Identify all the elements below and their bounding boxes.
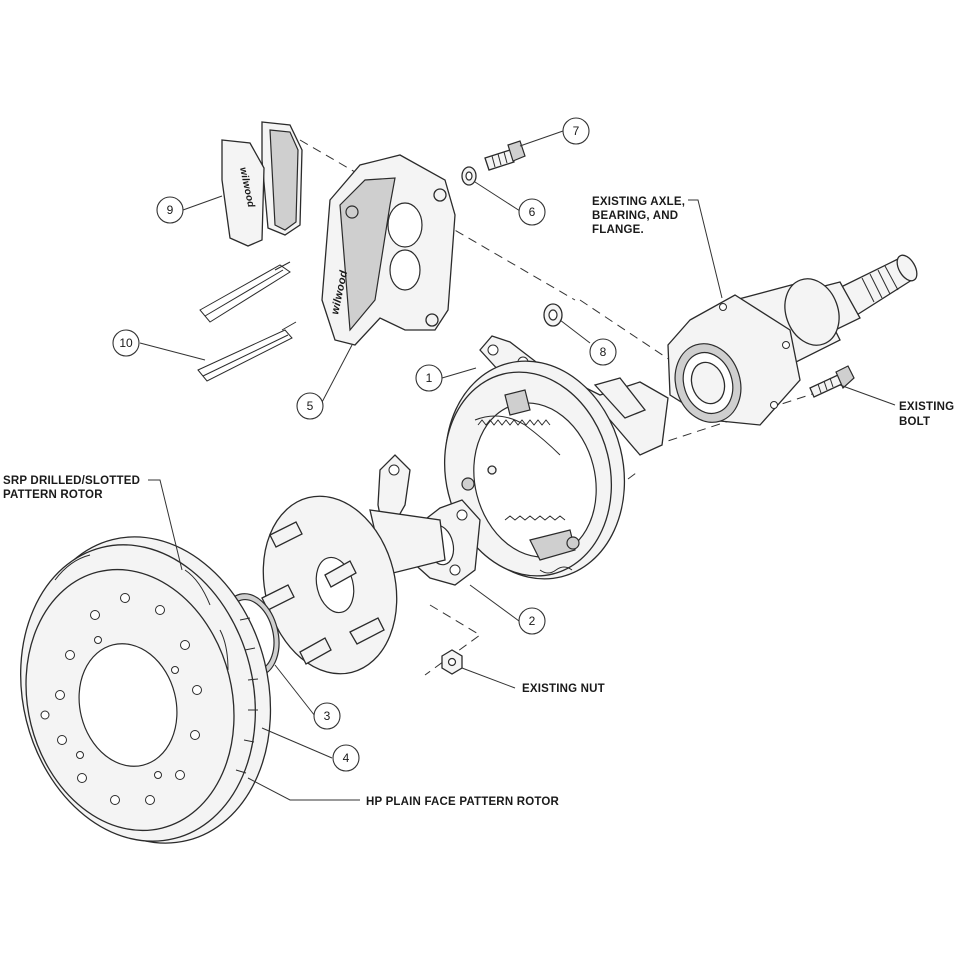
brake-rotor [20,536,272,844]
label-existing-nut: EXISTING NUT [522,683,605,695]
label-existing-bolt-1: EXISTING [899,401,954,413]
callout-8-number: 8 [600,345,607,359]
callout-5: 5 [296,392,324,420]
parking-brake-assembly [443,360,626,580]
callout-10-number: 10 [119,336,133,350]
callout-8: 8 [589,338,617,366]
label-srp-rotor-1: SRP DRILLED/SLOTTED [3,475,140,487]
existing-bolt [809,365,855,398]
callout-9-number: 9 [167,203,174,217]
callout-7: 7 [562,117,590,145]
callout-5-number: 5 [307,399,314,413]
label-existing-bolt-2: BOLT [899,416,930,428]
existing-axle-assembly [667,254,918,426]
callout-9: 9 [156,196,184,224]
label-existing-axle-3: FLANGE. [592,224,644,236]
caliper-bolt [484,140,526,171]
callout-3: 3 [313,702,341,730]
label-existing-axle-1: EXISTING AXLE, [592,196,685,208]
existing-nut [441,649,463,675]
bolt-washer [461,166,477,186]
callout-6-number: 6 [529,205,536,219]
callout-3-number: 3 [324,709,331,723]
leader-lines [139,130,896,801]
brake-pads: wilwood [221,121,303,247]
callout-10: 10 [112,329,140,357]
rotor-hat [261,495,398,675]
callout-7-number: 7 [573,124,580,138]
callout-2: 2 [518,607,546,635]
callout-4: 4 [332,744,360,772]
spacer-washer [543,303,563,327]
label-hp-rotor: HP PLAIN FACE PATTERN ROTOR [366,796,560,808]
brake-caliper: wilwood [321,154,456,346]
label-existing-axle-2: BEARING, AND [592,210,678,222]
callout-1-number: 1 [426,371,433,385]
callout-4-number: 4 [343,751,350,765]
callout-6: 6 [518,198,546,226]
callout-2-number: 2 [529,614,536,628]
pad-retainer-clips [197,261,297,382]
callout-1: 1 [415,364,443,392]
label-srp-rotor-2: PATTERN ROTOR [3,489,103,501]
